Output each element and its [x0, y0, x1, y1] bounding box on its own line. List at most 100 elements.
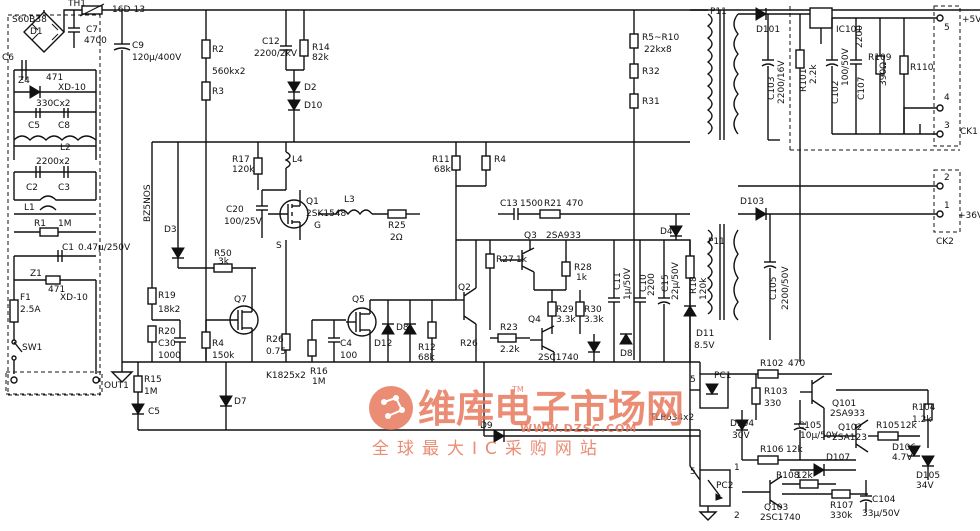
capacitor-c5-c8: [14, 108, 96, 118]
resistor-r106: [742, 455, 856, 465]
label-r20: R20: [158, 327, 176, 337]
resistor-r108: [782, 479, 836, 489]
resistor-r2-r3: [201, 10, 211, 360]
resistor-r23: [490, 333, 530, 343]
label-r106: R106: [760, 445, 784, 455]
resistor-r102: [728, 369, 832, 379]
label-d3: D3: [164, 225, 177, 235]
resistor-r109: [875, 18, 885, 134]
resistor-r4-bottom: [201, 320, 211, 362]
label-r5r10-val: 22kx8: [644, 45, 672, 55]
watermark-logo-icon: [369, 386, 413, 430]
resistor-r103: [751, 374, 761, 420]
label-bridge: S60B38: [12, 15, 47, 25]
label-r17-val: 120k: [232, 165, 255, 175]
label-q5: Q5: [352, 295, 365, 305]
label-r23-val: 2.2k: [500, 345, 520, 355]
label-pin3: 3: [944, 121, 950, 131]
transistor-q102: [824, 419, 869, 453]
capacitor-c105b: [793, 400, 807, 460]
label-r26-b: R26: [460, 339, 478, 349]
label-q101: Q101: [832, 399, 856, 409]
label-c5b: C5: [148, 407, 160, 417]
label-r14-val: 82k: [312, 53, 329, 63]
label-d106-val: 4.7V: [892, 453, 913, 463]
capacitor-c15: [657, 240, 671, 362]
resistor-r101: [795, 14, 805, 362]
diode-d103: [738, 207, 940, 221]
label-q103-val: 2SC1740: [760, 513, 801, 523]
label-r104: R104: [912, 403, 936, 413]
label-pin2: 2: [944, 173, 950, 183]
label-c6: C6: [2, 53, 14, 63]
label-r109: R109: [868, 53, 892, 63]
label-c4-val: 100: [340, 351, 357, 361]
label-c103: C103: [767, 77, 777, 100]
mosfet-q5: [346, 300, 377, 362]
label-330: 330Cx2: [36, 99, 71, 109]
switch-sw1: [11, 339, 23, 374]
label-c105-val: 2200/50V: [781, 266, 791, 310]
label-l3: L3: [344, 195, 355, 205]
label-r4b-val: 150k: [212, 351, 235, 361]
label-c3: C3: [58, 183, 70, 193]
label-r15-val: 1M: [144, 387, 158, 397]
inductor-l3: [318, 209, 390, 216]
capacitor-c103: [761, 14, 775, 140]
label-c12: C12: [262, 37, 280, 47]
label-r25: R25: [388, 221, 406, 231]
label-d11-val: 8.5V: [694, 341, 715, 351]
label-pc1: PC1: [714, 371, 731, 381]
label-r50: R50: [214, 249, 232, 259]
label-z1-val: 471: [48, 285, 65, 295]
zener-d8: [619, 333, 633, 345]
connector-cn2: [933, 169, 961, 233]
label-c20: C20: [226, 205, 244, 215]
transistor-q2: [456, 240, 477, 362]
label-q4: Q4: [528, 315, 541, 325]
label-q3-val: 2SA933: [546, 231, 581, 241]
label-r32: R32: [642, 67, 660, 77]
ac-input-connector: [5, 371, 103, 395]
label-f1-val: 2.5A: [20, 305, 41, 315]
label-r101-val: 2.2k: [809, 64, 819, 84]
label-c105b: C105: [798, 421, 821, 431]
label-r14: R14: [312, 43, 330, 53]
label-q102-val: 2SA123: [832, 433, 867, 443]
capacitor-c107: [850, 18, 862, 134]
label-r12: R12: [418, 343, 436, 353]
label-c7-val: 4700: [84, 36, 107, 46]
capacitor-c2-c3: [13, 166, 97, 200]
label-p11: P11: [710, 7, 727, 17]
watermark-slogan: 全球最大IC采购网站: [372, 439, 605, 459]
label-c103-val: 2200/16V: [777, 60, 787, 104]
label-xd-10: XD-10: [60, 293, 88, 303]
watermark-tm: TM: [511, 385, 524, 394]
label-d103: D103: [740, 197, 764, 207]
label-r15: R15: [144, 375, 162, 385]
resistor-r29-r30: [547, 290, 585, 334]
diode-xd10: [14, 85, 96, 99]
capacitor-c13: [498, 208, 540, 220]
label-ic101: IC101: [836, 25, 862, 35]
label-r19-val: 18k2: [158, 305, 180, 315]
capacitor-c7: [68, 10, 80, 48]
watermark-url: WWW.DZSC.COM: [520, 422, 637, 435]
diode-d9: [484, 429, 700, 443]
label-d4: D4: [660, 227, 673, 237]
label-c102-val: 100/50V: [841, 47, 851, 86]
resistor-r105: [868, 431, 920, 441]
resistor-r25: [387, 209, 420, 219]
label-r108-val: 12k: [796, 471, 813, 481]
label-d8b: D8: [620, 349, 633, 359]
label-c9-val: 120μ/400V: [132, 53, 182, 63]
label-c107-val: 2200: [855, 25, 865, 48]
zener-d105: [921, 455, 935, 480]
label-r21: R21: [544, 199, 562, 209]
resistor-r26: [281, 240, 291, 362]
label-c105: C105: [769, 277, 779, 300]
label-l4: L4: [292, 155, 303, 165]
label-r1-val: 1M: [58, 219, 72, 229]
label-c5: C5: [28, 121, 40, 131]
label-l1: L1: [24, 203, 35, 213]
